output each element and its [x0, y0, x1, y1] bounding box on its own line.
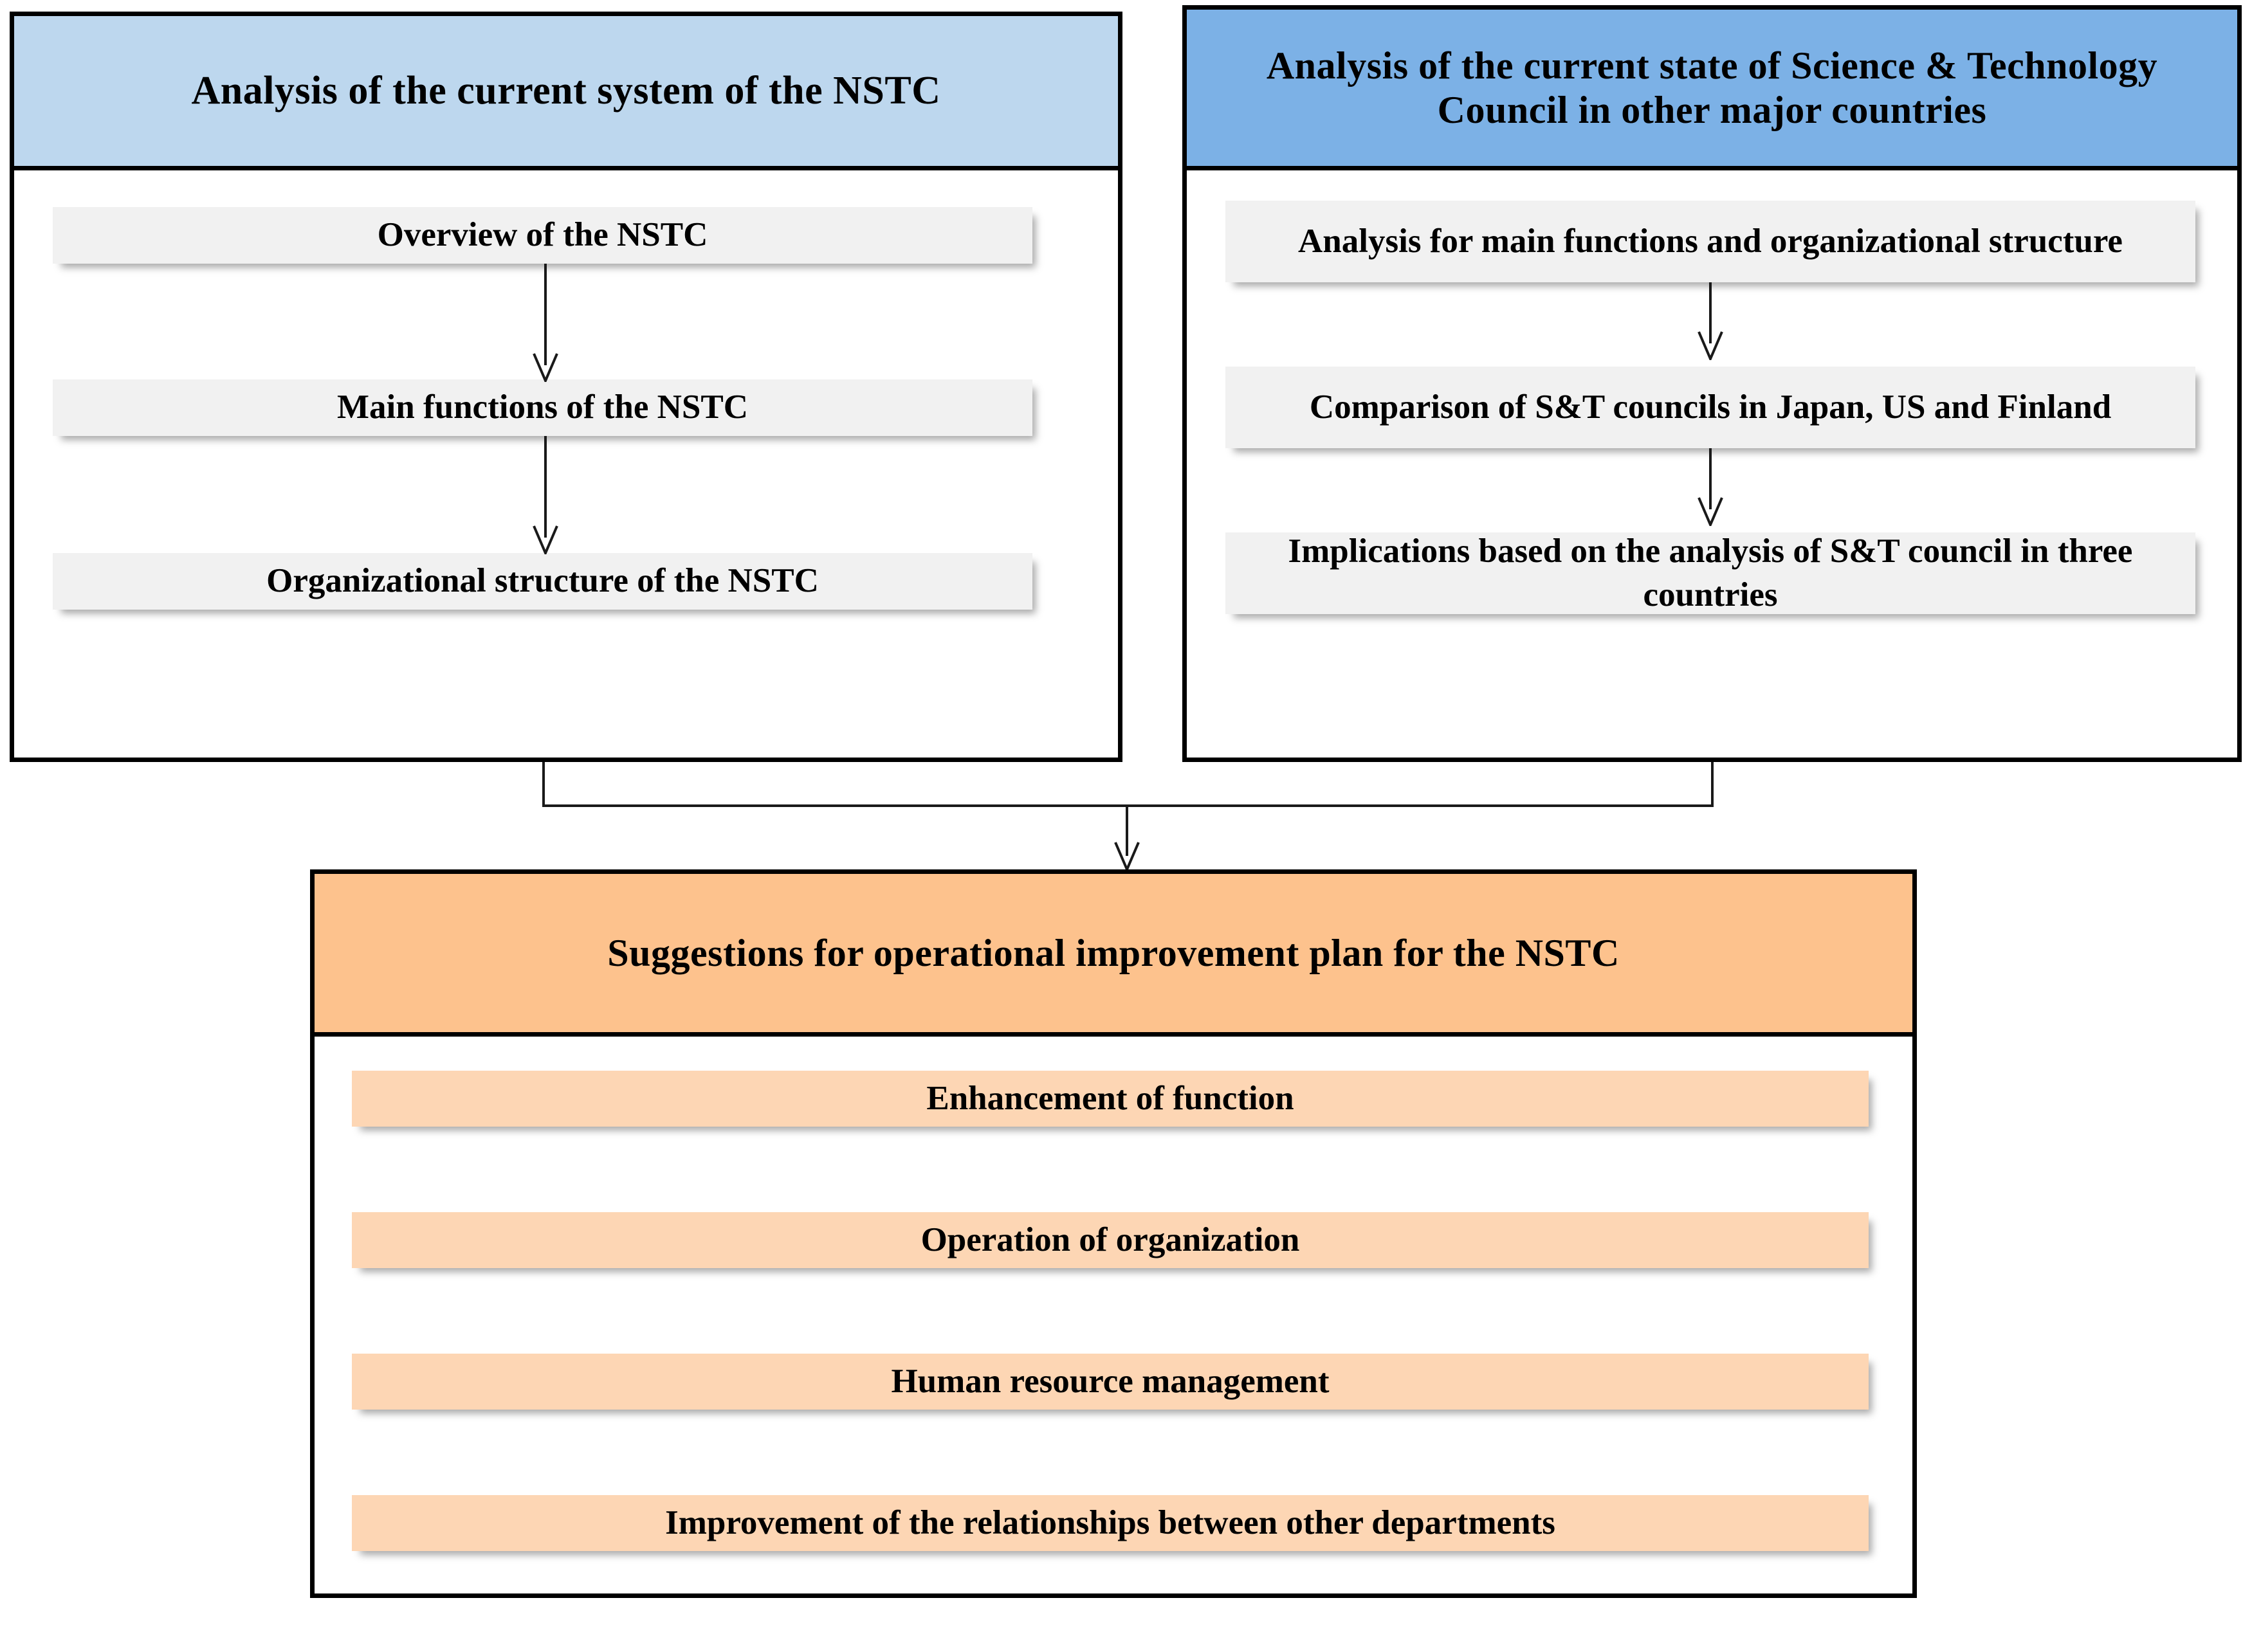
item-comparison-st-councils[interactable]: Comparison of S&T councils in Japan, US …	[1225, 367, 2195, 448]
arrow-left-1-head	[533, 353, 558, 382]
item-enhancement-of-function[interactable]: Enhancement of function	[352, 1071, 1869, 1127]
item-implications-three-countries[interactable]: Implications based on the analysis of S&…	[1225, 532, 2195, 614]
merge-drop-right	[1711, 762, 1714, 807]
merge-arrow-head	[1114, 842, 1140, 871]
item-human-resource-management[interactable]: Human resource management	[352, 1354, 1869, 1410]
item-analysis-main-functions-structure[interactable]: Analysis for main functions and organiza…	[1225, 201, 2195, 282]
item-operation-of-organization[interactable]: Operation of organization	[352, 1212, 1869, 1268]
panel-suggestions-header: Suggestions for operational improvement …	[315, 874, 1912, 1037]
item-main-functions-of-nstc[interactable]: Main functions of the NSTC	[53, 379, 1032, 436]
item-organizational-structure-of-nstc[interactable]: Organizational structure of the NSTC	[53, 553, 1032, 610]
panel-suggestions-body: Enhancement of function Operation of org…	[315, 1037, 1912, 1593]
arrow-left-2-head	[533, 525, 558, 554]
item-improvement-of-relationships[interactable]: Improvement of the relationships between…	[352, 1495, 1869, 1551]
panel-suggestions: Suggestions for operational improvement …	[310, 869, 1917, 1598]
arrow-left-2-shaft	[544, 436, 547, 538]
arrow-right-2-shaft	[1709, 448, 1712, 509]
arrow-right-1-shaft	[1709, 282, 1712, 343]
panel-current-system: Analysis of the current system of the NS…	[10, 12, 1122, 762]
merge-arrow-shaft	[1126, 804, 1128, 856]
panel-other-countries-body: Analysis for main functions and organiza…	[1187, 170, 2237, 758]
panel-current-system-header: Analysis of the current system of the NS…	[14, 16, 1118, 170]
panel-other-countries: Analysis of the current state of Science…	[1182, 5, 2242, 762]
arrow-left-1-shaft	[544, 264, 547, 365]
panel-current-system-body: Overview of the NSTC Main functions of t…	[14, 170, 1118, 758]
panel-other-countries-header: Analysis of the current state of Science…	[1187, 10, 2237, 170]
item-overview-of-nstc[interactable]: Overview of the NSTC	[53, 207, 1032, 264]
arrow-right-2-head	[1698, 497, 1723, 526]
merge-drop-left	[542, 762, 545, 807]
arrow-right-1-head	[1698, 331, 1723, 360]
